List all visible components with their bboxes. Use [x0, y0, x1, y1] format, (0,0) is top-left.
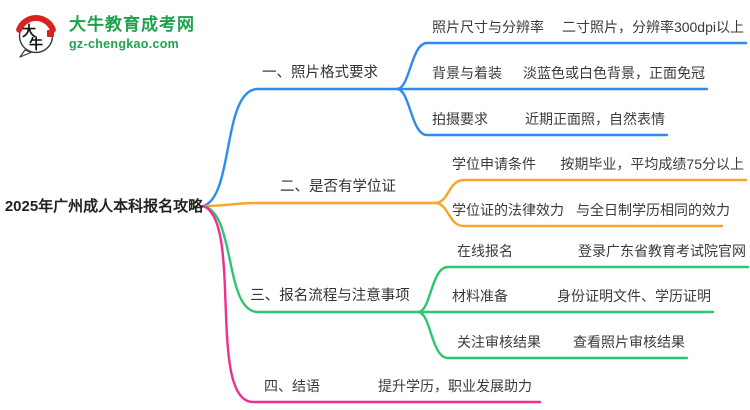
branch2-fork-up-line: [433, 178, 748, 205]
branch3-fork-down-line: [416, 310, 689, 360]
node-value: 登录广东省教育考试院官网: [578, 243, 746, 259]
logo-char-niu: 牛: [29, 36, 43, 53]
node-key: 照片尺寸与分辨率: [432, 19, 544, 35]
node-key: 在线报名: [457, 243, 513, 259]
node-key: 背景与着装: [432, 65, 502, 81]
node-key: 学位申请条件: [452, 156, 536, 172]
node-value: 二寸照片，分辨率300dpi以上: [561, 19, 744, 35]
node-row: 拍摄要求 近期正面照，自然表情: [420, 109, 667, 133]
branch4-trunk-line: [201, 204, 542, 404]
node-row: 背景与着装 淡蓝色或白色背景，正面免冠: [420, 63, 707, 87]
branch4-label: 四、结语: [264, 378, 320, 394]
node-value: 身份证明文件、学历证明: [557, 288, 711, 304]
branch2-label: 二、是否有学位证: [280, 179, 396, 195]
daniu-ox-logo-icon: 大 牛: [16, 15, 56, 58]
site-logo-domain: gz-chengkao.com: [69, 36, 180, 51]
node-row: 学位证的法律效力 与全日制学历相同的效力: [440, 200, 730, 224]
node-key: 材料准备: [452, 288, 508, 304]
node-value: 提升学历，职业发展助力: [378, 378, 532, 394]
node-row: 四、结语 提升学历，职业发展助力: [250, 376, 540, 400]
branch1-fork-down-line: [395, 87, 669, 137]
node-value: 查看照片审核结果: [573, 334, 685, 350]
branch1-label: 一、照片格式要求: [262, 65, 378, 81]
node-key: 关注审核结果: [457, 334, 541, 350]
branch3-label: 三、报名流程与注意事项: [250, 288, 410, 304]
node-value: 与全日制学历相同的效力: [576, 202, 730, 218]
node-row: 关注审核结果 查看照片审核结果: [445, 332, 687, 356]
node-key: 拍摄要求: [432, 111, 488, 127]
site-logo[interactable]: 大 牛 大牛教育成考网 gz-chengkao.com: [12, 10, 195, 58]
node-row: 照片尺寸与分辨率 二寸照片，分辨率300dpi以上: [420, 17, 746, 41]
node-row: 在线报名 登录广东省教育考试院官网: [445, 241, 748, 265]
root-node-title: 2025年广州成人本科报名攻略: [4, 198, 204, 215]
node-row: 材料准备 身份证明文件、学历证明: [440, 286, 713, 310]
node-row: 学位申请条件 按期毕业，平均成绩75分以上: [440, 154, 746, 178]
branch2-trunk-line: [201, 201, 437, 208]
node-value: 近期正面照，自然表情: [525, 111, 665, 127]
branch3-fork-up-line: [416, 265, 750, 314]
site-logo-title: 大牛教育成考网: [69, 15, 195, 35]
branch2-fork-down-line: [433, 201, 724, 228]
branch3-trunk-line: [201, 204, 715, 314]
branch1-fork-up-line: [395, 41, 748, 91]
node-value: 按期毕业，平均成绩75分以上: [560, 156, 744, 172]
node-value: 淡蓝色或白色背景，正面免冠: [523, 65, 705, 81]
logo-char-da: 大: [22, 23, 36, 40]
branch1-trunk-line: [201, 87, 709, 208]
node-key: 学位证的法律效力: [452, 202, 564, 218]
